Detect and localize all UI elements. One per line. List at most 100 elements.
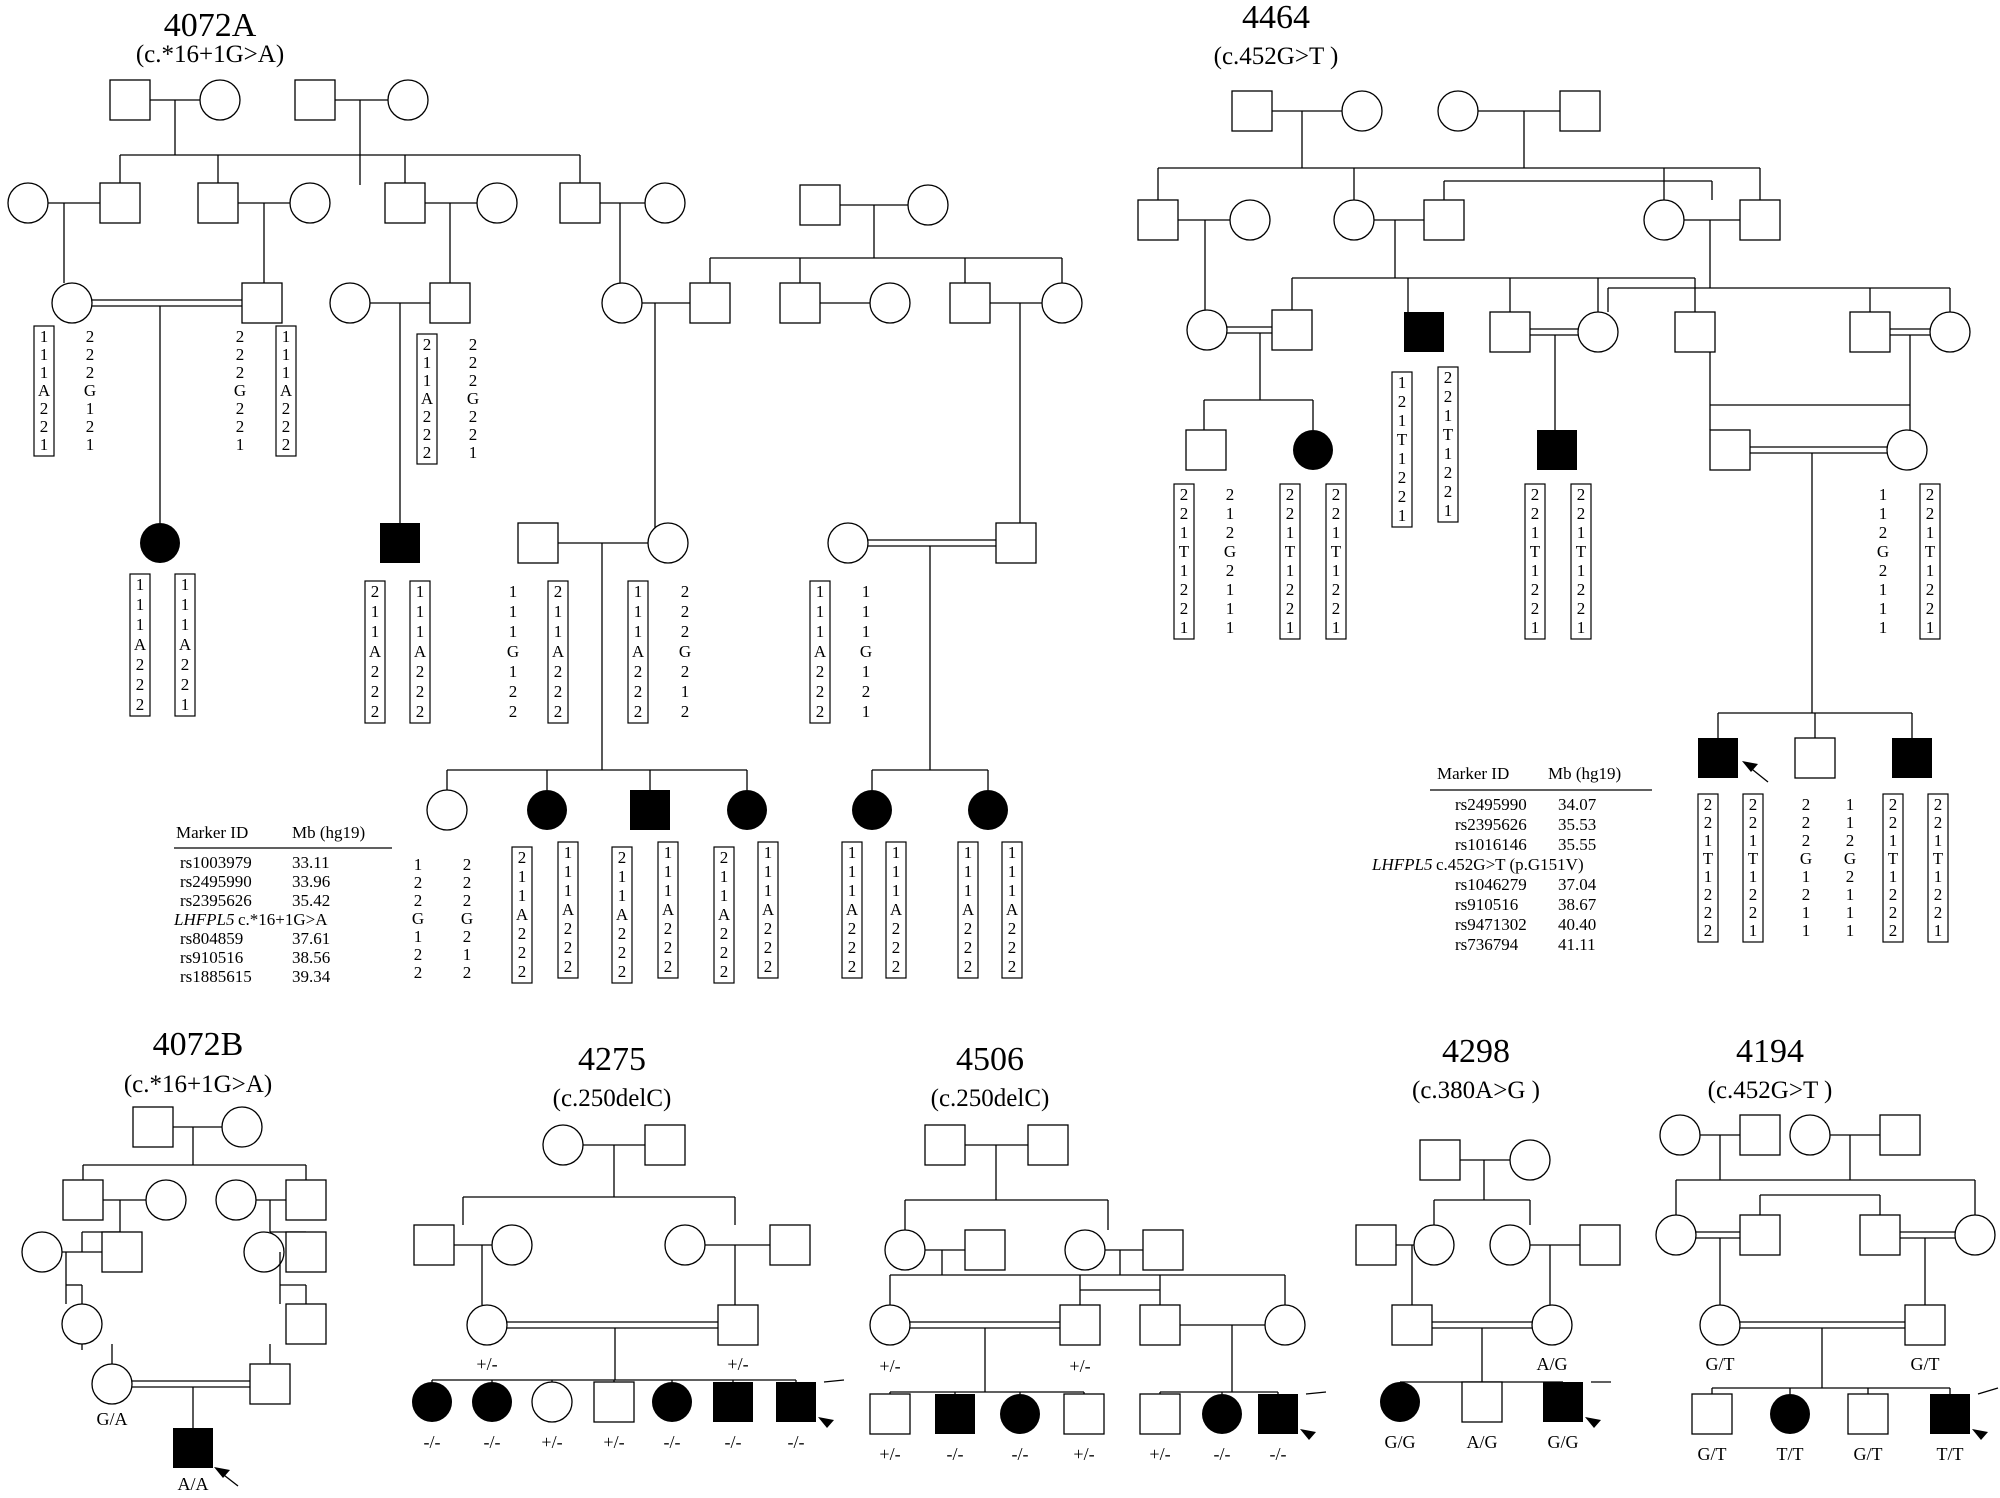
marker-id: rs910516 bbox=[180, 948, 243, 967]
male-individual bbox=[132, 1106, 174, 1148]
haplotype-allele: 1 bbox=[181, 695, 190, 714]
pedigree-mutation: (c.*16+1G>A) bbox=[124, 1071, 272, 1098]
male-individual bbox=[294, 79, 336, 121]
haplotype-allele: 1 bbox=[1577, 523, 1586, 542]
female-individual bbox=[1341, 90, 1383, 132]
haplotype-allele: 2 bbox=[371, 702, 380, 721]
haplotype-allele: 2 bbox=[414, 963, 423, 982]
genotype-label: G/T bbox=[1706, 1354, 1735, 1374]
affected-female bbox=[968, 790, 1008, 830]
haplotype-allele: 2 bbox=[554, 582, 563, 601]
genotype-label: -/- bbox=[1270, 1444, 1287, 1464]
haplotype-allele: 2 bbox=[848, 919, 857, 938]
male-individual bbox=[101, 1231, 143, 1273]
haplotype-allele: 2 bbox=[681, 662, 690, 681]
haplotype-allele: A bbox=[552, 642, 565, 661]
haplotype-allele: 1 bbox=[282, 363, 291, 382]
haplotype-allele: 2 bbox=[892, 957, 901, 976]
haplotype-allele: A bbox=[846, 900, 859, 919]
haplotype-allele: 2 bbox=[1531, 599, 1540, 618]
haplotype-allele: 2 bbox=[764, 938, 773, 957]
male-individual bbox=[1142, 1229, 1184, 1271]
haplotype-allele: 1 bbox=[1398, 449, 1407, 468]
female-individual bbox=[221, 1106, 263, 1148]
haplotype-box bbox=[1742, 793, 1764, 943]
haplotype-allele: 1 bbox=[1749, 867, 1758, 886]
haplotype-allele: 1 bbox=[1879, 580, 1888, 599]
haplotype-allele: 2 bbox=[86, 417, 95, 436]
female-individual bbox=[1489, 1224, 1531, 1266]
marker-mb: 37.61 bbox=[292, 929, 330, 948]
genotype-label: -/- bbox=[947, 1444, 964, 1464]
haplotype-allele: 1 bbox=[136, 575, 145, 594]
haplotype-allele: 1 bbox=[816, 582, 825, 601]
haplotype-allele: A bbox=[134, 635, 147, 654]
haplotype-allele: 1 bbox=[564, 843, 573, 862]
pedigree-4072A: 4072A (c.*16+1G>A) bbox=[7, 7, 1083, 986]
male-individual bbox=[1794, 737, 1836, 779]
pedigree-title: 4464 bbox=[1242, 0, 1310, 36]
haplotype-allele: T bbox=[1179, 542, 1190, 561]
male-individual bbox=[1739, 1214, 1781, 1256]
haplotype-allele: 2 bbox=[964, 938, 973, 957]
haplotype-allele: 2 bbox=[236, 345, 245, 364]
haplotype-box bbox=[1919, 483, 1941, 640]
male-individual bbox=[995, 522, 1037, 564]
marker-mb: 35.53 bbox=[1558, 815, 1596, 834]
haplotype-allele: 1 bbox=[1226, 618, 1235, 637]
haplotype-allele: 1 bbox=[1226, 504, 1235, 523]
haplotype-allele: 1 bbox=[1889, 867, 1898, 886]
haplotype-allele: 1 bbox=[1180, 523, 1189, 542]
male-individual bbox=[1879, 1114, 1921, 1156]
genotype-label: G/G bbox=[1385, 1432, 1416, 1452]
haplotype-allele: 1 bbox=[282, 345, 291, 364]
haplotype-allele: A bbox=[1006, 900, 1019, 919]
haplotype-allele: 2 bbox=[1531, 580, 1540, 599]
haplotype-allele: 2 bbox=[1749, 795, 1758, 814]
haplotype-allele: 1 bbox=[1398, 506, 1407, 525]
haplotype-box bbox=[409, 580, 431, 724]
haplotype-allele: 1 bbox=[720, 886, 729, 905]
genotype-label: +/- bbox=[1073, 1444, 1094, 1464]
haplotype-box bbox=[657, 841, 679, 979]
male-individual bbox=[1489, 311, 1531, 353]
haplotype-allele: 2 bbox=[1889, 795, 1898, 814]
haplotype-allele: 2 bbox=[518, 924, 527, 943]
female-individual bbox=[1229, 199, 1271, 241]
haplotype-allele: 1 bbox=[664, 843, 673, 862]
marker-mb: 38.56 bbox=[292, 948, 330, 967]
affected-male bbox=[1537, 430, 1577, 470]
male-individual bbox=[285, 1303, 327, 1345]
haplotype-allele: 1 bbox=[764, 881, 773, 900]
haplotype-allele: 1 bbox=[1444, 444, 1453, 463]
female-individual bbox=[1929, 311, 1971, 353]
male-individual bbox=[109, 79, 151, 121]
haplotype-allele: 1 bbox=[469, 443, 478, 462]
haplotype-allele: T bbox=[1925, 542, 1936, 561]
male-individual bbox=[1859, 1214, 1901, 1256]
marker-mb: 33.11 bbox=[292, 853, 330, 872]
female-individual bbox=[647, 522, 689, 564]
haplotype-allele: 2 bbox=[634, 682, 643, 701]
haplotype-allele: 1 bbox=[1846, 885, 1855, 904]
haplotype-allele: 1 bbox=[664, 862, 673, 881]
haplotype-allele: 2 bbox=[1934, 885, 1943, 904]
haplotype-allele: 1 bbox=[40, 363, 49, 382]
affected-female bbox=[472, 1382, 512, 1422]
haplotype-allele: T bbox=[1576, 542, 1587, 561]
haplotype-allele: 1 bbox=[1332, 523, 1341, 542]
marker-mb: 33.96 bbox=[292, 872, 330, 891]
male-individual bbox=[869, 1393, 911, 1435]
